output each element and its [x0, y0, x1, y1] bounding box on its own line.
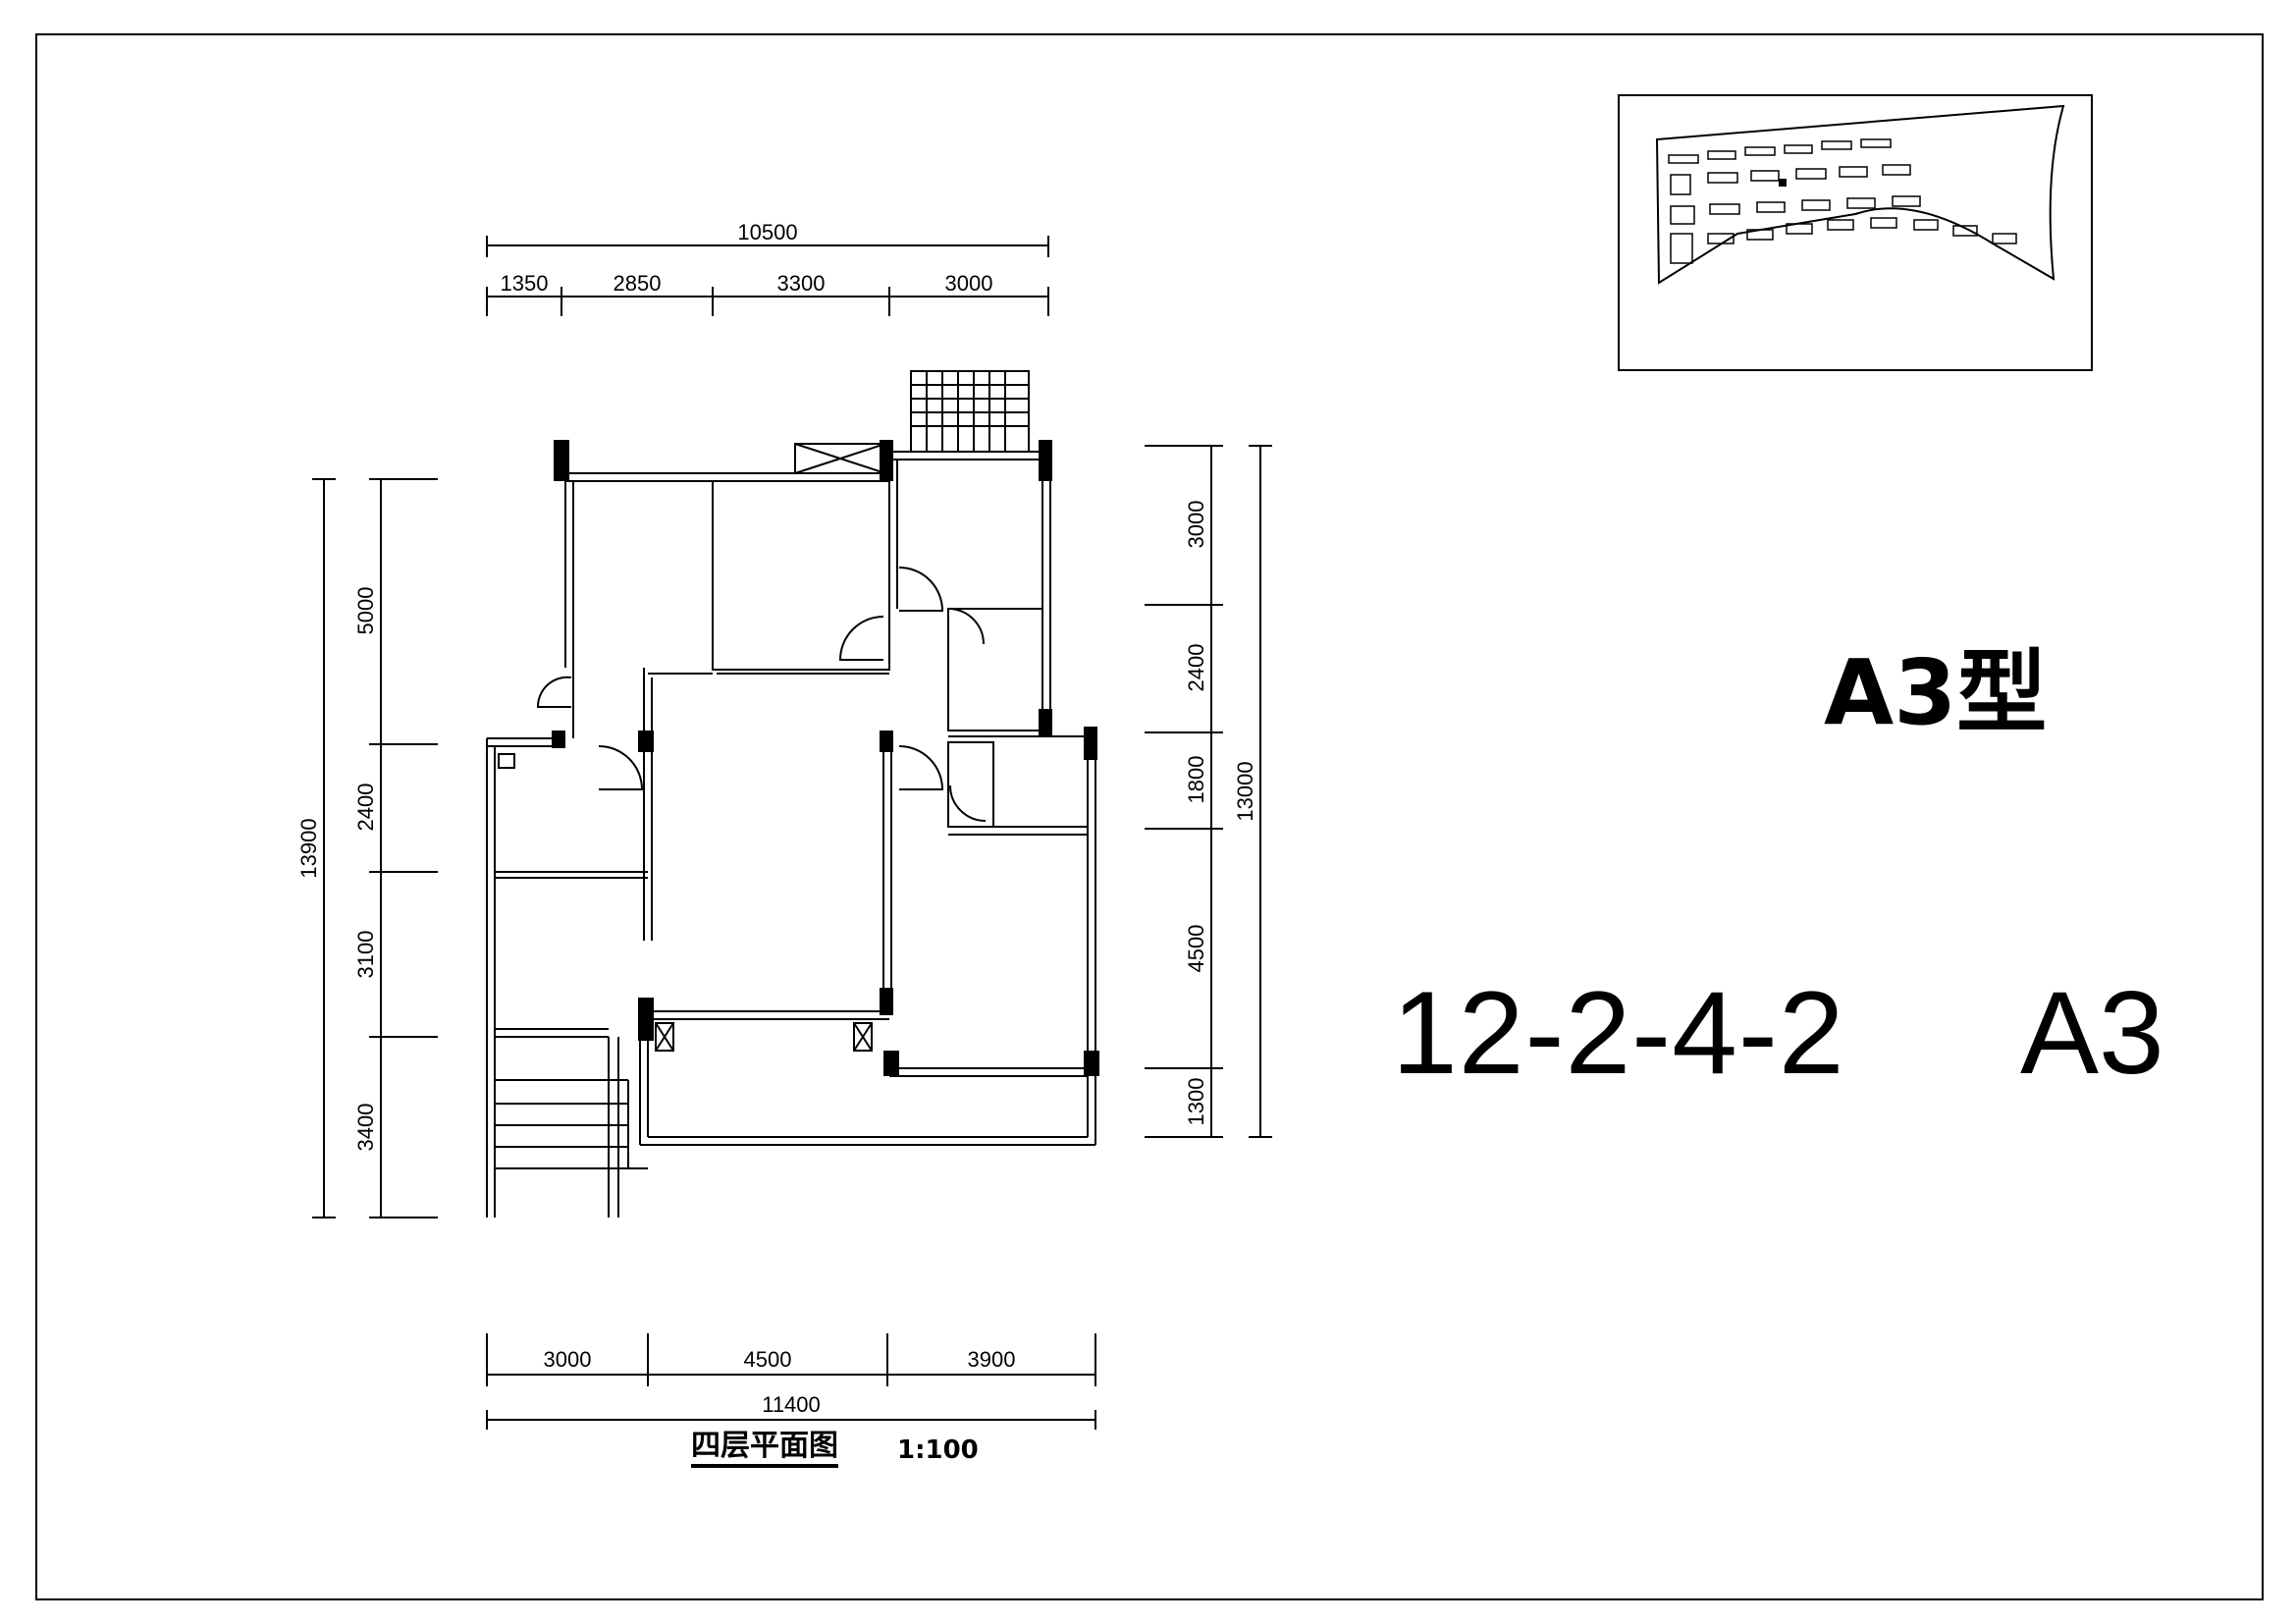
plan-scale: 1:100	[897, 1435, 979, 1465]
dim-left-2: 2400	[353, 784, 378, 832]
dim-left-3: 3100	[353, 931, 378, 979]
dim-bottom-1: 3000	[544, 1347, 592, 1372]
structural-columns	[552, 440, 1099, 1076]
dim-right-total: 13000	[1233, 761, 1257, 821]
dim-top-4: 3000	[945, 271, 993, 296]
dim-left-4: 3400	[353, 1104, 378, 1152]
unit-type-label: A3	[2020, 967, 2164, 1099]
dim-top-3: 3300	[777, 271, 826, 296]
dim-top-2: 2850	[614, 271, 662, 296]
dim-bottom-total: 11400	[762, 1392, 821, 1417]
dim-bottom-2: 4500	[744, 1347, 792, 1372]
dim-right-4: 4500	[1184, 925, 1208, 973]
plan-caption: 四层平面图	[691, 1430, 838, 1468]
unit-number: 12-2-4-2	[1392, 967, 1845, 1099]
site-key-plan	[1618, 94, 2093, 371]
type-label: A3型	[1824, 640, 2048, 745]
drawing-frame	[35, 33, 2264, 1600]
dim-right-2: 2400	[1184, 644, 1208, 692]
site-plan-outline	[1655, 104, 2065, 285]
dim-right-1: 3000	[1184, 501, 1208, 549]
site-highlight-marker	[1779, 179, 1787, 187]
dim-left-1: 5000	[353, 587, 378, 635]
dim-top-1: 1350	[501, 271, 549, 296]
walls	[486, 370, 1096, 1218]
dim-right-3: 1800	[1184, 756, 1208, 804]
dim-left-total: 13900	[296, 818, 321, 878]
dim-bottom-3: 3900	[968, 1347, 1016, 1372]
dim-top-total: 10500	[737, 220, 797, 244]
dim-right-5: 1300	[1184, 1078, 1208, 1126]
